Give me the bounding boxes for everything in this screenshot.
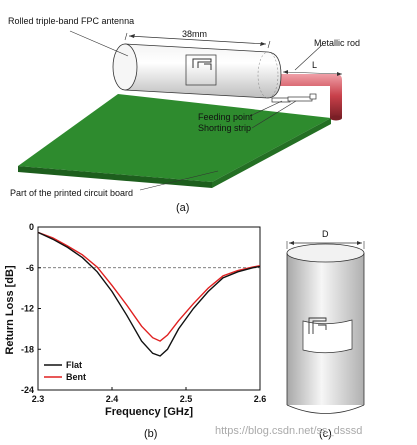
plot-frame [37, 226, 261, 391]
feed-label: Feeding point [198, 112, 253, 122]
panel-a: Rolled triple-band FPC antenna 38mm Meta… [8, 16, 360, 214]
dimension-38mm [124, 32, 271, 49]
strip-label: Shorting strip [198, 123, 251, 133]
length-label: 38mm [182, 29, 207, 39]
leader-lines [69, 30, 323, 191]
metallic-rod [268, 74, 342, 121]
pcb-label: Part of the printed circuit board [10, 188, 133, 198]
series-flat-line [37, 231, 261, 357]
y-tick-label: -6 [26, 263, 34, 273]
cylinder-c-top [286, 243, 365, 263]
y-tick-label: -18 [21, 344, 34, 354]
y-tick-label: -24 [21, 385, 34, 395]
pcb-board-top [18, 94, 331, 182]
antenna-cylinder [112, 43, 282, 99]
pcb-board-edge [18, 166, 212, 188]
y-axis-label: Return Loss [dB] [4, 265, 16, 355]
legend-bent-label: Bent [66, 372, 86, 382]
rod-label: Metallic rod [314, 38, 360, 48]
caption-b: (b) [144, 428, 157, 440]
legend: Flat Bent [44, 360, 86, 382]
y-tick-group: 0 -6 -12 -18 -24 [21, 222, 41, 395]
dimension-d [286, 241, 365, 249]
x-tick-label: 2.5 [180, 394, 193, 404]
antenna-label: Rolled triple-band FPC antenna [8, 16, 134, 26]
caption-c: (c) [319, 428, 332, 440]
legend-flat-label: Flat [66, 360, 82, 370]
y-tick-label: 0 [29, 222, 34, 232]
y-tick-label: -12 [21, 304, 34, 314]
x-tick-label: 2.4 [106, 394, 119, 404]
x-tick-label: 2.3 [32, 394, 45, 404]
x-tick-label: 2.6 [254, 394, 267, 404]
l-label: L [312, 60, 317, 70]
d-label: D [322, 229, 329, 239]
feed-structure [271, 93, 317, 103]
panel-b-chart: 2.3 2.4 2.5 2.6 0 -6 -12 -18 -24 Flat Bent Freq… [4, 222, 266, 440]
series-bent-line [37, 231, 261, 342]
dimension-l [282, 70, 343, 76]
antenna-patch-c [302, 319, 353, 354]
pcb-board-side [212, 118, 331, 188]
watermark-text: https://blog.csdn.net/ss_dsssd [215, 425, 363, 437]
caption-a: (a) [176, 202, 189, 214]
x-axis-label: Frequency [GHz] [105, 406, 193, 418]
panel-c: D (c) [286, 229, 365, 440]
